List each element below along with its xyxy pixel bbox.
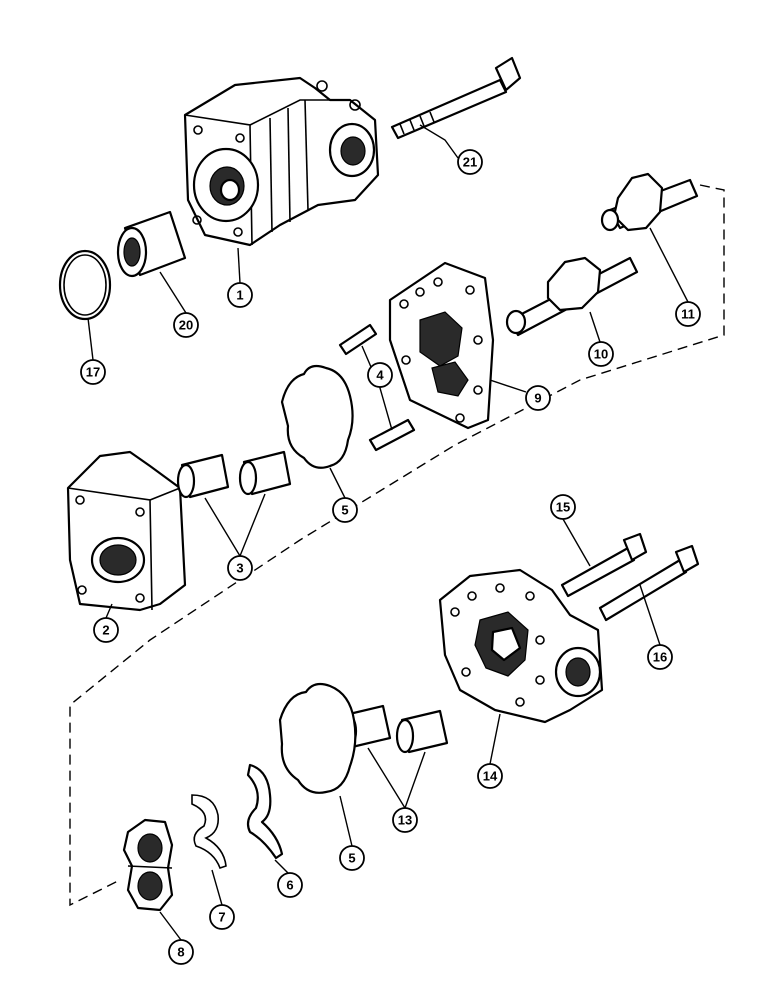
callout-21: 21 <box>457 149 483 175</box>
assembled-pump <box>183 76 380 247</box>
svg-text:8: 8 <box>177 945 184 960</box>
svg-text:16: 16 <box>653 650 667 665</box>
callout-15: 15 <box>550 494 576 520</box>
svg-text:11: 11 <box>681 307 695 322</box>
svg-text:17: 17 <box>86 365 100 380</box>
pressure-plate-8 <box>122 818 174 912</box>
leader-lines <box>87 124 689 941</box>
svg-text:20: 20 <box>179 318 193 333</box>
gasket-5-lower <box>278 682 357 794</box>
callout-20: 20 <box>173 312 199 338</box>
rear-housing-14 <box>438 568 604 724</box>
callout-9: 9 <box>525 385 551 411</box>
dowel-pin-4-upper <box>338 323 378 356</box>
dowel-pin-4-lower <box>368 418 416 452</box>
seal-6 <box>246 763 284 860</box>
callout-8: 8 <box>168 939 194 965</box>
svg-text:4: 4 <box>376 368 384 383</box>
callout-7: 7 <box>209 904 235 930</box>
svg-text:3: 3 <box>236 561 243 576</box>
driven-gear-10 <box>505 256 639 337</box>
gasket-5-upper <box>280 364 354 469</box>
bolt-16 <box>598 544 700 622</box>
front-cover-2 <box>66 450 187 612</box>
callout-2: 2 <box>93 617 119 643</box>
svg-text:6: 6 <box>286 878 293 893</box>
callout-3: 3 <box>227 555 253 581</box>
svg-text:1: 1 <box>236 288 243 303</box>
svg-text:15: 15 <box>556 500 570 515</box>
svg-text:21: 21 <box>463 155 477 170</box>
callout-17: 17 <box>80 359 106 385</box>
svg-text:10: 10 <box>594 347 608 362</box>
bolt-15 <box>560 532 648 598</box>
long-bolt-21 <box>390 56 522 140</box>
svg-text:5: 5 <box>341 503 348 518</box>
svg-text:9: 9 <box>534 391 541 406</box>
bushing-13-right <box>395 709 449 754</box>
dashed-assembly-line <box>69 184 725 907</box>
callout-1: 1 <box>227 282 253 308</box>
seal-7 <box>191 794 227 870</box>
callout-6: 6 <box>277 872 303 898</box>
callout-10: 10 <box>588 341 614 367</box>
drive-gear-11 <box>600 172 699 232</box>
callout-5-upper: 5 <box>332 497 358 523</box>
svg-text:5: 5 <box>348 851 355 866</box>
svg-text:14: 14 <box>483 769 498 784</box>
bushing-3-right <box>238 450 292 496</box>
wear-plate-9 <box>388 261 495 430</box>
svg-text:13: 13 <box>398 813 412 828</box>
o-ring-17 <box>58 249 112 321</box>
callout-13: 13 <box>392 807 418 833</box>
callout-14: 14 <box>477 763 503 789</box>
callout-16: 16 <box>647 644 673 670</box>
svg-text:2: 2 <box>102 623 109 638</box>
bushing-3-left <box>176 453 230 499</box>
coupling-20 <box>116 210 187 278</box>
svg-text:7: 7 <box>218 910 225 925</box>
callout-11: 11 <box>675 301 701 327</box>
callout-5-lower: 5 <box>339 845 365 871</box>
callout-4: 4 <box>367 362 393 388</box>
